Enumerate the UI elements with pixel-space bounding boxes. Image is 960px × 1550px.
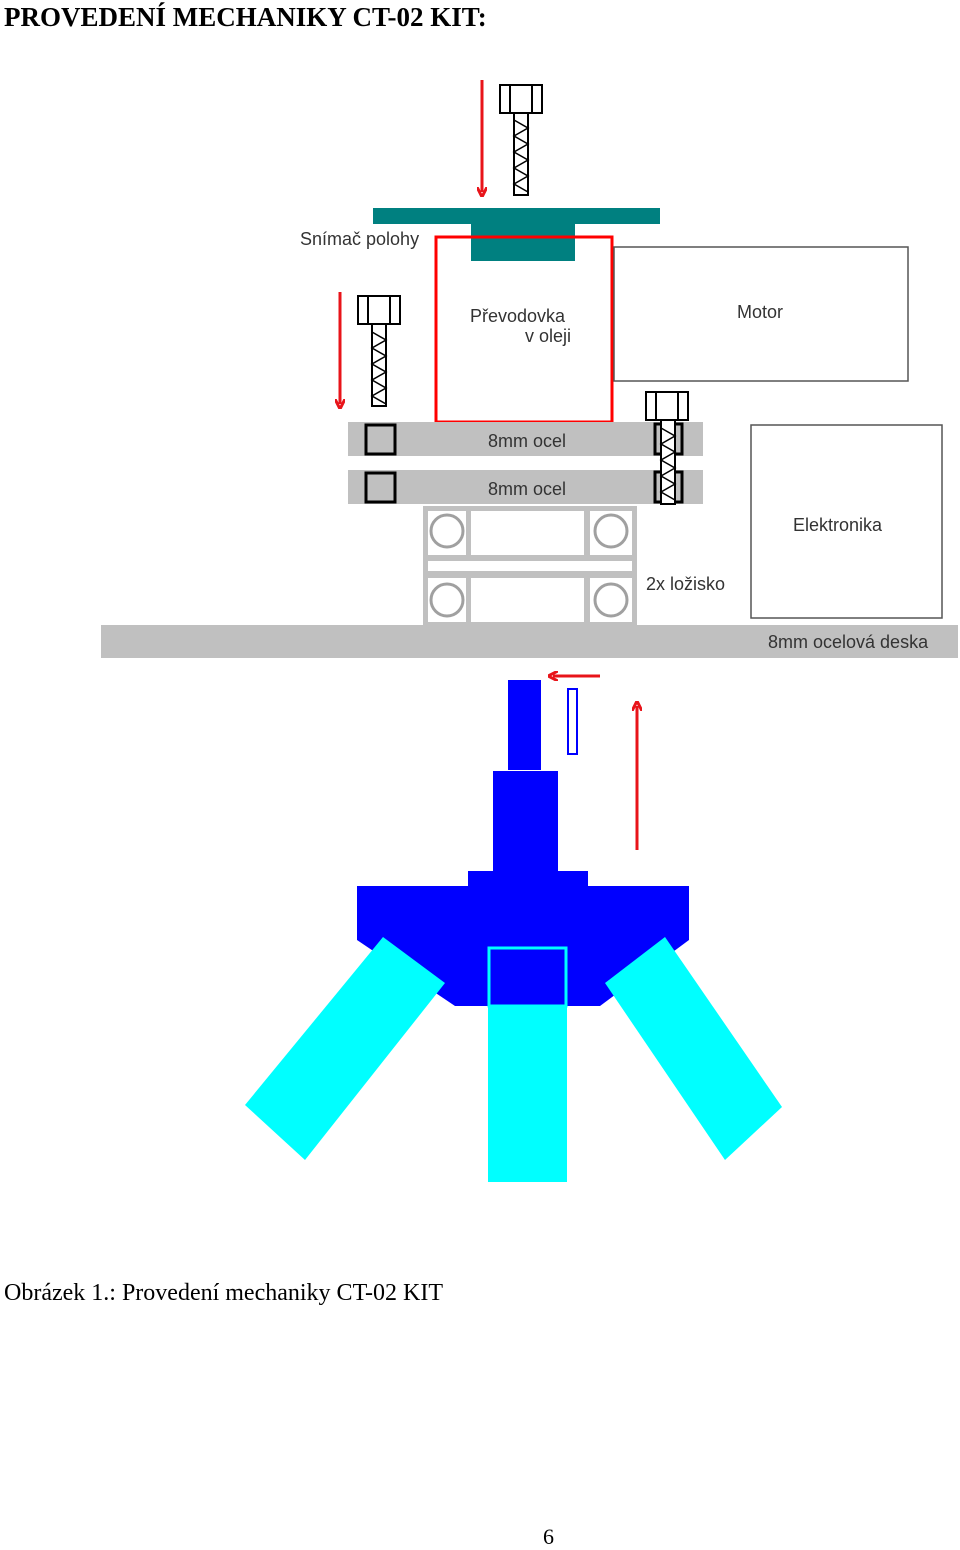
label-plate-lower: 8mm ocel	[488, 479, 566, 499]
motor-box	[613, 246, 909, 382]
label-gearbox-2: v oleji	[525, 326, 571, 346]
nut-left-lower	[364, 471, 397, 504]
right-screw	[645, 391, 689, 505]
rotor-hub	[357, 680, 689, 1006]
rotor-blades	[245, 937, 782, 1182]
steel-plate-lower	[348, 470, 703, 504]
gearbox	[434, 235, 614, 424]
top-screw	[499, 84, 543, 196]
label-motor: Motor	[737, 302, 783, 322]
label-sensor: Snímač polohy	[300, 229, 419, 249]
bearings	[423, 506, 637, 626]
nut-left-upper	[364, 423, 397, 456]
label-base-plate: 8mm ocelová deska	[768, 632, 929, 652]
page-title: PROVEDENÍ MECHANIKY CT-02 KIT:	[4, 2, 487, 32]
electronics-box	[750, 424, 943, 619]
left-screw	[357, 295, 401, 407]
label-bearings: 2x ložisko	[646, 574, 725, 594]
position-sensor	[373, 208, 660, 261]
base-plate	[101, 625, 958, 658]
page-number: 6	[543, 1524, 554, 1549]
label-plate-upper: 8mm ocel	[488, 431, 566, 451]
label-gearbox-1: Převodovka	[470, 306, 566, 326]
steel-plate-upper	[348, 422, 703, 456]
label-electronics: Elektronika	[793, 515, 883, 535]
figure-caption: Obrázek 1.: Provedení mechaniky CT-02 KI…	[4, 1280, 443, 1306]
